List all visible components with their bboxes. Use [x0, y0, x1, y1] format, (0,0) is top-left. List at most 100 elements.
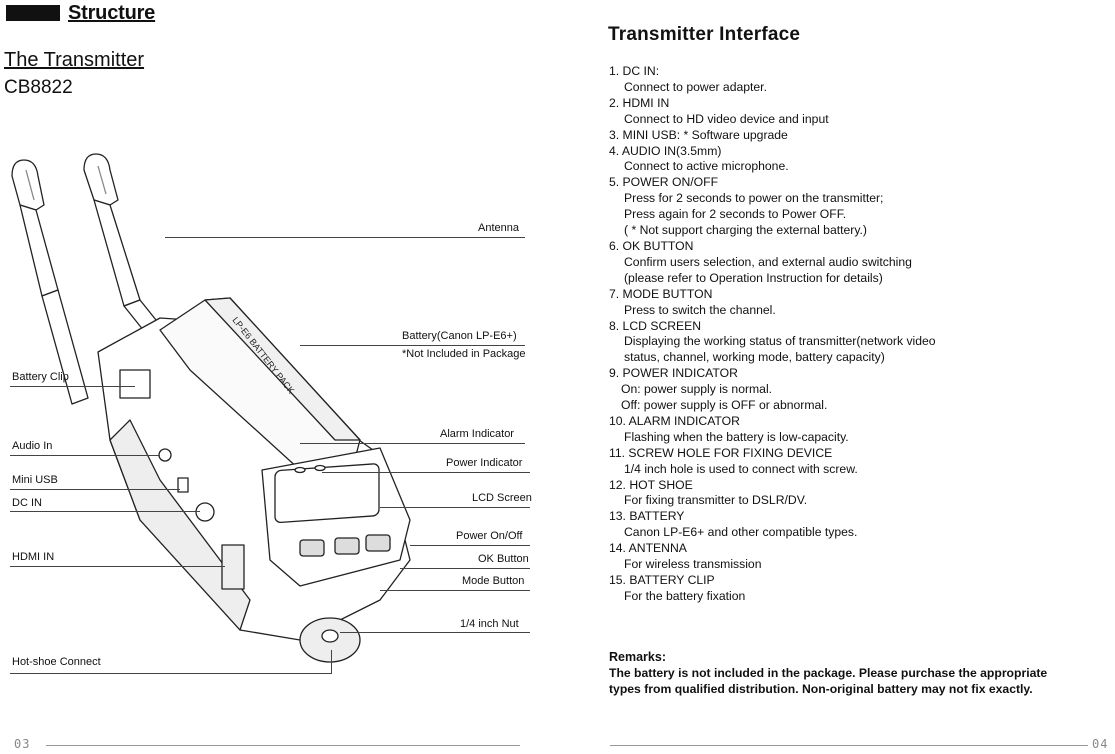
section-marker-bar [6, 5, 60, 21]
leader-hot-shoe [10, 673, 332, 674]
callout-lcd-screen: LCD Screen [472, 492, 532, 504]
antenna-left [11, 159, 89, 405]
callout-battery-clip: Battery Clip [12, 371, 69, 383]
alarm-led [294, 466, 306, 474]
interface-item-description: Connect to active microphone. [624, 159, 789, 174]
interface-item-description: 1/4 inch hole is used to connect with sc… [624, 461, 858, 476]
callout-inch-nut: 1/4 inch Nut [460, 618, 519, 630]
callout-dc-in: DC IN [12, 497, 42, 509]
interface-title: Transmitter Interface [608, 24, 801, 45]
interface-item-title: 3. MINI USB: * Software upgrade [609, 127, 788, 142]
interface-item-description: Press to switch the channel. [624, 302, 776, 317]
interface-item-title: 11. SCREW HOLE FOR FIXING DEVICE [609, 445, 833, 460]
leader-dc [10, 511, 200, 512]
interface-item-title: 6. OK BUTTON [609, 238, 694, 253]
interface-item-title: 2. HDMI IN [609, 95, 670, 110]
interface-item-description: Connect to HD video device and input [624, 111, 829, 126]
power-button [299, 539, 325, 557]
interface-item-description: Connect to power adapter. [624, 79, 767, 94]
interface-item-title: 7. MODE BUTTON [609, 286, 713, 301]
interface-list: 1. DC IN:Connect to power adapter.2. HDM… [609, 64, 1089, 605]
callout-battery-note: *Not Included in Package [402, 348, 526, 360]
dc-port [195, 502, 215, 522]
interface-item-description: On: power supply is normal. [621, 382, 773, 397]
section-title: Structure [68, 2, 156, 24]
callout-hdmi-in: HDMI IN [12, 551, 55, 563]
callout-audio-in: Audio In [12, 440, 53, 452]
interface-item-title: 13. BATTERY [609, 509, 685, 524]
power-led [314, 464, 326, 472]
interface-item-description: Confirm users selection, and external au… [624, 254, 912, 269]
interface-item-description: Flashing when the battery is low-capacit… [624, 429, 849, 444]
callout-power-indicator: Power Indicator [446, 457, 523, 469]
sub-title: The Transmitter [4, 49, 145, 71]
callout-ok-button: OK Button [478, 553, 529, 565]
footer-rule-right [610, 745, 1088, 746]
leader-lcd [380, 507, 530, 508]
leader-ok [400, 568, 530, 569]
interface-item-description: ( * Not support charging the external ba… [624, 223, 867, 238]
interface-item-description: For wireless transmission [624, 557, 762, 572]
interface-item: 3. MINI USB: * Software upgrade [609, 128, 1089, 144]
callout-power-onoff: Power On/Off [456, 530, 523, 542]
interface-item-description: For fixing transmitter to DSLR/DV. [624, 493, 808, 508]
model-number: CB8822 [4, 77, 73, 98]
interface-item-title: 4. AUDIO IN(3.5mm) [609, 143, 722, 158]
leader-battery [300, 345, 525, 346]
ok-button [334, 537, 360, 555]
callout-antenna: Antenna [478, 222, 519, 234]
interface-item-title: 9. POWER INDICATOR [609, 366, 738, 381]
interface-item-description: Press again for 2 seconds to Power OFF. [624, 207, 847, 222]
interface-item-title: 5. POWER ON/OFF [609, 175, 719, 190]
remarks-title: Remarks: [609, 650, 666, 664]
interface-item-title: 15. BATTERY CLIP [609, 573, 715, 587]
callout-battery: Battery(Canon LP-E6+) [402, 330, 517, 342]
interface-item-title: 12. HOT SHOE [609, 477, 693, 492]
leader-nut [340, 632, 530, 633]
leader-antenna [165, 237, 525, 238]
interface-item-description: status, channel, working mode, battery c… [624, 350, 885, 365]
callout-mini-usb: Mini USB [12, 474, 58, 486]
page-number-right: 04 [1092, 737, 1109, 751]
leader-power-onoff [410, 545, 530, 546]
interface-item-title: 10. ALARM INDICATOR [609, 413, 740, 428]
leader-usb [10, 489, 180, 490]
interface-item: 1. DC IN:Connect to power adapter. [609, 64, 1089, 96]
usb-port [177, 477, 189, 493]
interface-item-description: For the battery fixation [624, 588, 746, 603]
leader-alarm [300, 443, 525, 444]
callout-hot-shoe: Hot-shoe Connect [12, 656, 101, 668]
callout-mode-button: Mode Button [462, 575, 525, 587]
leader-audio [10, 455, 160, 456]
callout-alarm-indicator: Alarm Indicator [440, 428, 514, 440]
battery-clip-part [119, 369, 151, 399]
leader-hot-shoe-vertical [331, 650, 332, 674]
remarks-text: The battery is not included in the packa… [609, 666, 1048, 696]
footer-rule-left [46, 745, 520, 746]
leader-power-indicator [322, 472, 530, 473]
interface-item-description: Off: power supply is OFF or abnormal. [621, 398, 828, 413]
leader-mode [380, 590, 530, 591]
antenna-right [83, 153, 173, 347]
mode-button [365, 534, 391, 552]
transmitter-illustration: LP-E6 BATTERY PACK [11, 153, 411, 663]
interface-item-description: (please refer to Operation Instruction f… [624, 270, 883, 285]
page-number-left: 03 [14, 737, 31, 751]
lcd-screen [274, 463, 380, 524]
interface-item-title: 8. LCD SCREEN [609, 318, 702, 333]
hdmi-port [221, 544, 245, 590]
interface-item-title: 1. DC IN: [609, 64, 660, 78]
interface-item: 4. AUDIO IN(3.5mm)Connect to active micr… [609, 144, 1089, 176]
